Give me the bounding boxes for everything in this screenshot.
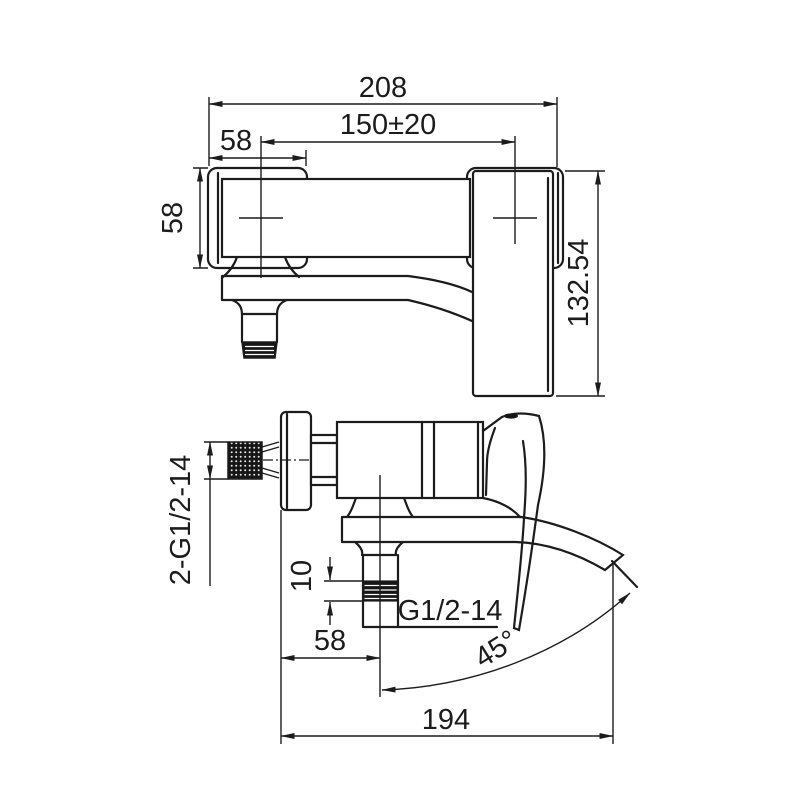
wall-plate xyxy=(279,410,313,512)
body-spout-fillet xyxy=(481,496,522,519)
handle-lever-blade xyxy=(512,414,546,632)
right-center-mark xyxy=(493,136,537,244)
dim-spout-angle-label: 45° xyxy=(469,624,523,674)
top-view xyxy=(206,136,565,398)
inlet-thread-knurl xyxy=(227,441,263,480)
dim-208-extensions xyxy=(208,97,558,167)
angle-arc xyxy=(381,592,631,693)
handle-top xyxy=(471,169,555,398)
valve-body xyxy=(335,420,485,500)
spout-curve-top xyxy=(406,274,474,323)
hex-nut-facets xyxy=(309,441,339,479)
dim-overall-width-label: 208 xyxy=(359,72,407,104)
angle-reference-line xyxy=(610,559,639,589)
handle-indicator-dot xyxy=(504,413,518,419)
thread-hatch-top xyxy=(245,345,274,356)
side-view xyxy=(227,410,625,632)
lower-moulding xyxy=(353,540,405,557)
dim-body-depth-label: 132.54 xyxy=(563,239,595,328)
cartridge-lines xyxy=(420,420,480,500)
handle-base-edge xyxy=(484,426,497,497)
dim-thread-length-label: 10 xyxy=(286,560,318,592)
dim-flange-width-label: 58 xyxy=(220,125,252,157)
outlet-stub-top xyxy=(230,298,289,344)
dim-center-distance-label: 150±20 xyxy=(340,109,437,141)
dim-10-extensions xyxy=(324,580,362,602)
inlet-cone xyxy=(261,441,280,479)
dim-wall-to-outlet-label: 58 xyxy=(314,625,346,657)
dim-inlet-thread-label: 2-G1/2-14 xyxy=(165,455,197,586)
spout-curve-side xyxy=(514,515,625,572)
spout-base-band-top xyxy=(220,274,410,302)
dim-outlet-thread-label: G1/2-14 xyxy=(398,595,503,627)
dim-flange-height-label: 58 xyxy=(157,202,189,234)
upper-moulding xyxy=(345,496,415,519)
dim-inlet-extensions xyxy=(204,441,228,480)
dim-spout-reach-label: 194 xyxy=(422,704,470,736)
handle-lever-top-edge xyxy=(481,412,541,433)
spout-base-band-side xyxy=(340,515,523,544)
